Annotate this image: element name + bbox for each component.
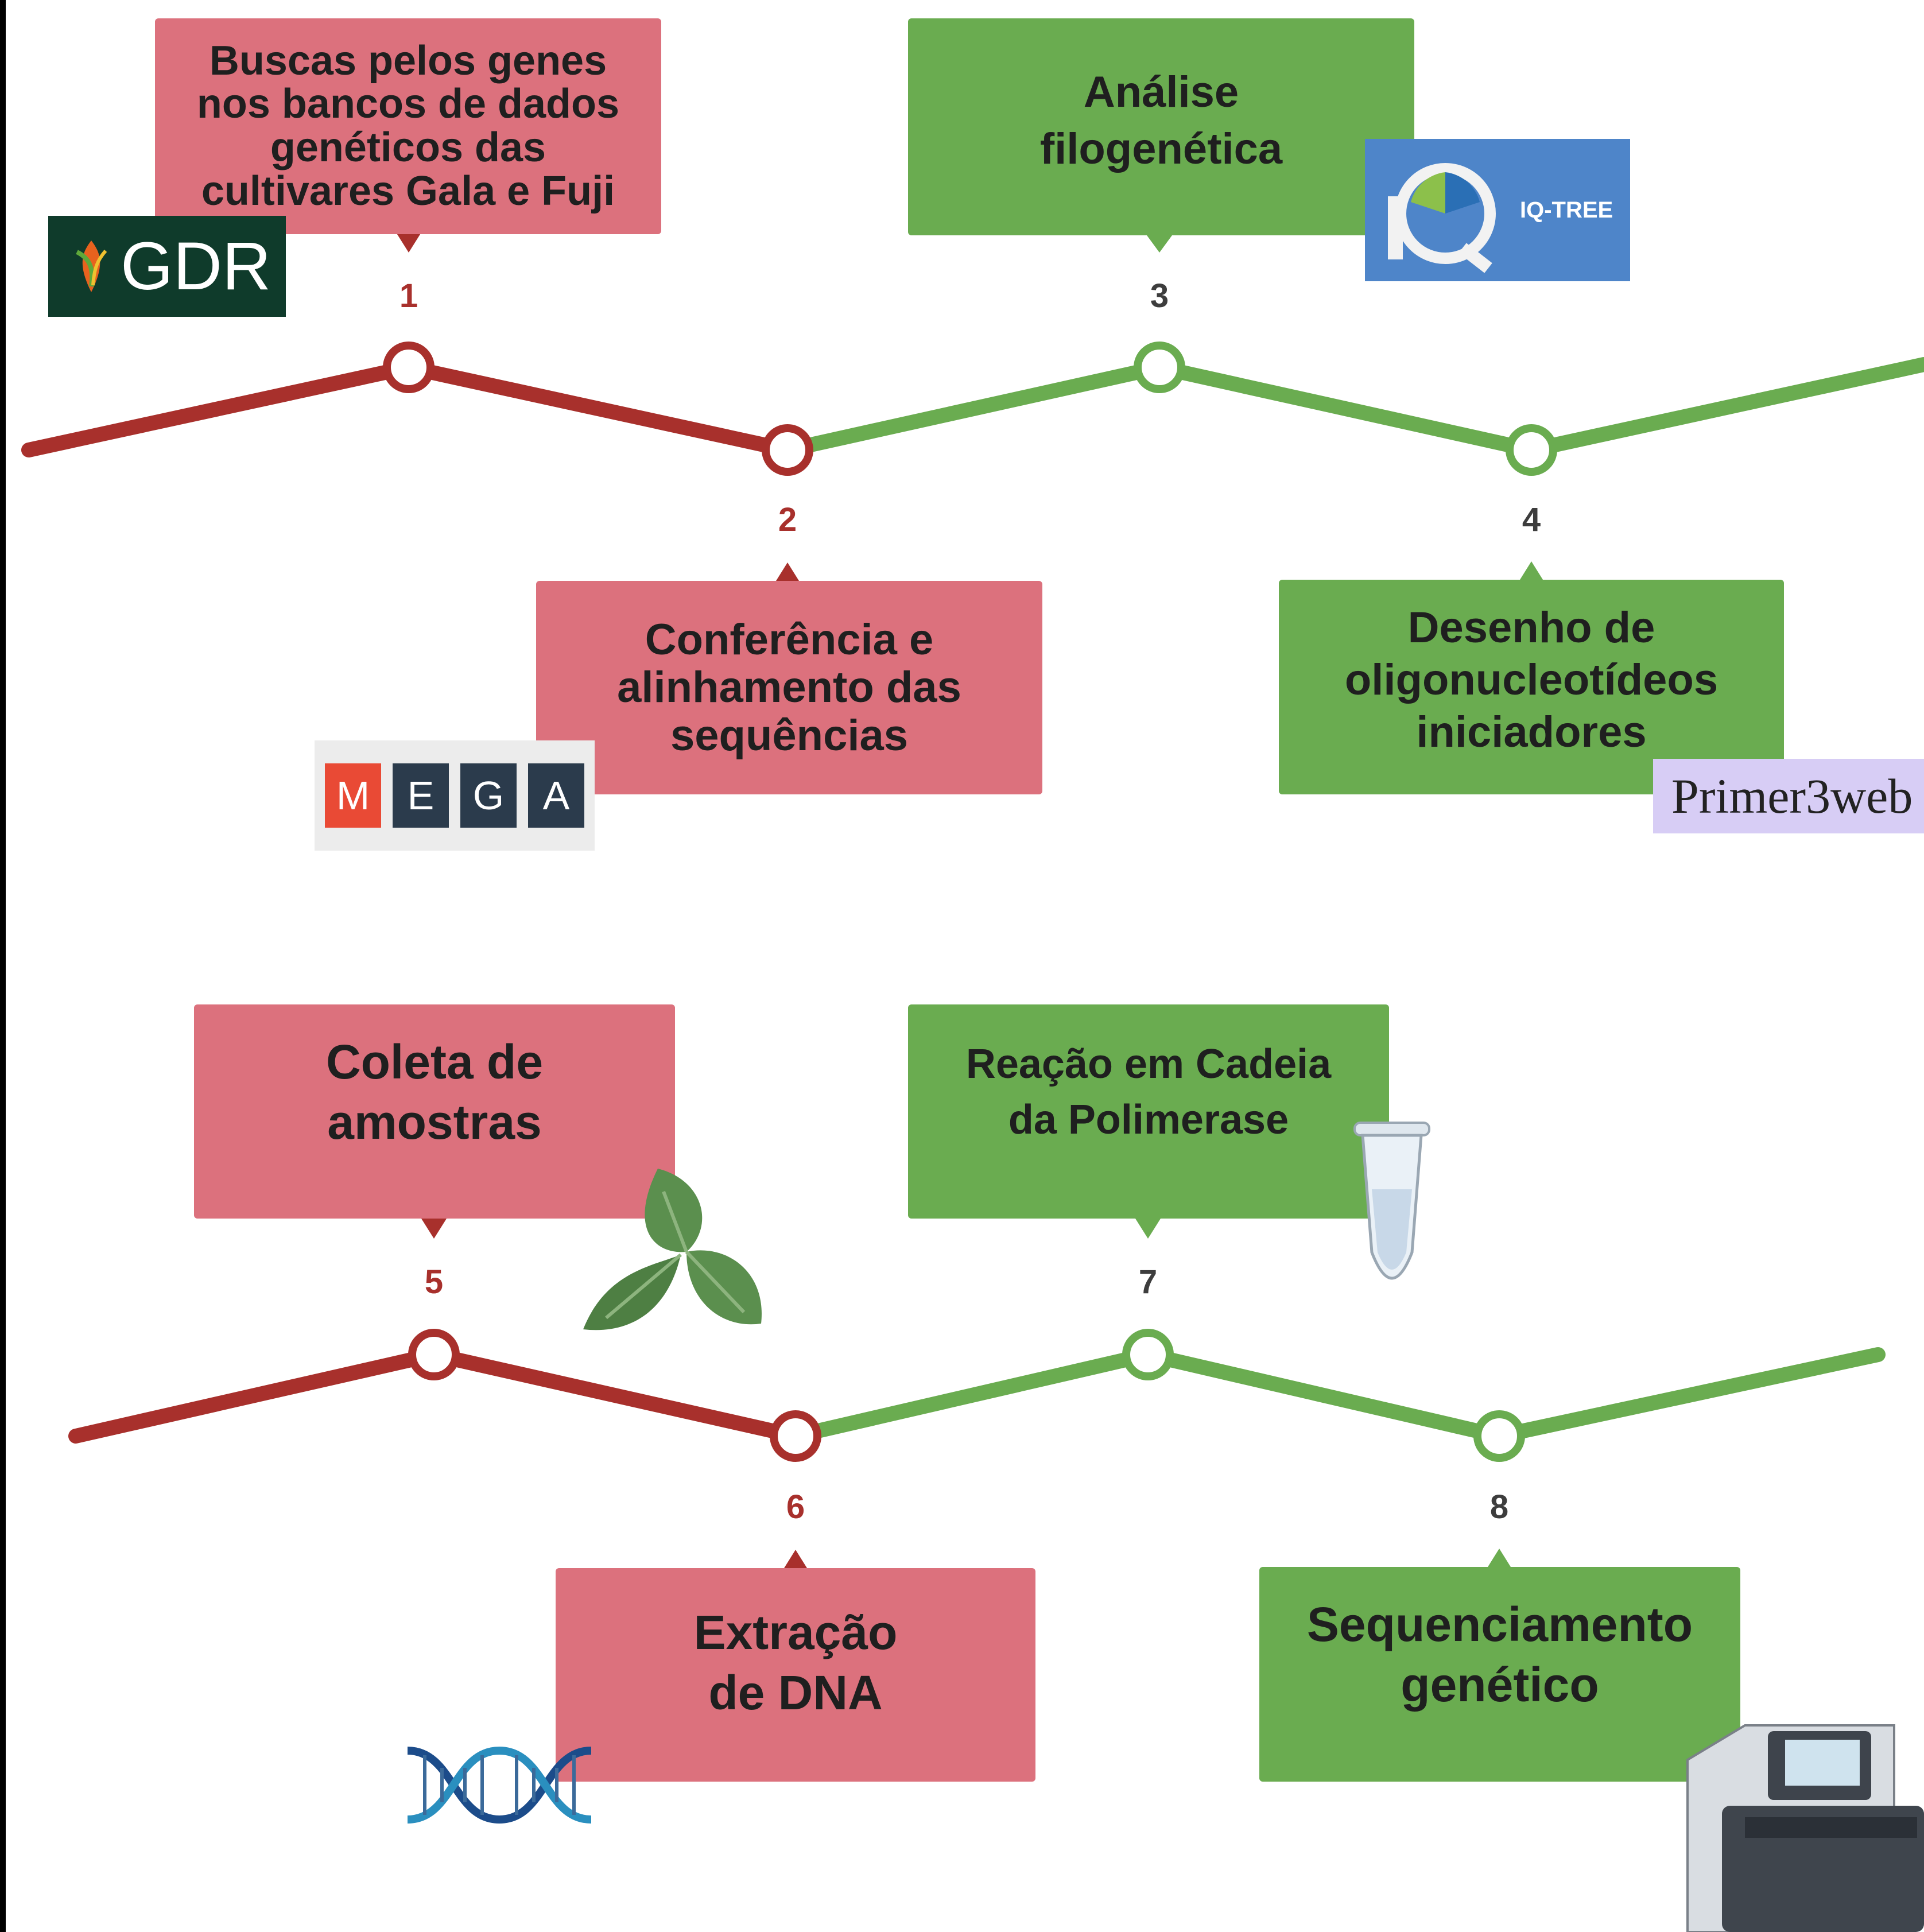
mega-letter-a: A (528, 763, 584, 828)
dna-helix-icon (407, 1746, 592, 1824)
node-6 (770, 1410, 821, 1462)
step-6-line-1: Extração (693, 1605, 898, 1659)
mega-letter-e: E (393, 763, 449, 828)
step-8-line-2: genético (1401, 1658, 1599, 1712)
left-border (0, 0, 6, 1932)
step-8-line-1: Sequenciamento (1306, 1597, 1693, 1651)
step-number-4: 4 (1522, 501, 1541, 538)
step-3-line-1: Análise (1083, 68, 1239, 117)
step-3-box: Análise filogenética (908, 18, 1414, 235)
pointer-4 (1520, 561, 1543, 580)
step-7-line-1: Reação em Cadeia (965, 1041, 1332, 1087)
step-5-box: Coleta de amostras (194, 1004, 675, 1219)
step-number-1: 1 (399, 277, 418, 315)
step-7-line-2: da Polimerase (1008, 1097, 1289, 1143)
leaf-icon (583, 1169, 762, 1330)
pcr-tube-icon (1353, 1122, 1430, 1280)
step-number-6: 6 (786, 1488, 805, 1526)
step-6-box: Extração de DNA (556, 1568, 1035, 1782)
iqtree-emblem-icon (1365, 139, 1630, 281)
pointer-3 (1147, 235, 1172, 253)
primer3web-logo-text: Primer3web (1671, 769, 1913, 824)
step-2-line-3: sequências (670, 711, 908, 760)
pointer-5 (421, 1219, 447, 1239)
step-2-line-1: Conferência e (645, 615, 934, 664)
node-8 (1473, 1410, 1525, 1462)
step-number-2: 2 (778, 501, 797, 538)
step-3-line-2: filogenética (1039, 124, 1283, 173)
sequencer-machine-icon (1686, 1724, 1924, 1932)
step-7-box: Reação em Cadeia da Polimerase (908, 1004, 1389, 1219)
step-8-box: Sequenciamento genético (1259, 1567, 1740, 1782)
mega-letter-m: M (325, 763, 381, 828)
step-5-line-1: Coleta de (325, 1035, 544, 1089)
step-1-line-4: cultivares Gala e Fuji (201, 168, 615, 214)
gdr-logo-text: GDR (121, 228, 271, 304)
primer3web-logo: Primer3web (1653, 759, 1924, 833)
timeline-row1-green (780, 357, 1924, 457)
node-1 (383, 342, 435, 393)
step-4-line-1: Desenho de (1407, 603, 1655, 652)
node-4 (1506, 424, 1557, 476)
node-5 (408, 1329, 460, 1380)
step-5-line-2: amostras (327, 1095, 542, 1149)
pointer-1 (396, 232, 421, 253)
step-4-line-3: iniciadores (1416, 708, 1647, 757)
step-number-3: 3 (1150, 277, 1169, 315)
mega-letter-g: G (460, 763, 517, 828)
pointer-7 (1135, 1219, 1161, 1239)
step-1-line-1: Buscas pelos genes (209, 37, 607, 84)
step-1-line-2: nos bancos de dados (196, 81, 620, 127)
step-2-line-2: alinhamento das (617, 663, 961, 712)
step-4-line-2: oligonucleotídeos (1344, 655, 1719, 705)
node-7 (1122, 1329, 1174, 1380)
step-1-line-3: genéticos das (270, 125, 546, 170)
node-3 (1134, 342, 1185, 393)
timeline-row2-green (788, 1347, 1886, 1444)
node-2 (762, 424, 813, 476)
gdr-leaf-icon (76, 240, 107, 292)
iqtree-logo: IQ-TREE (1365, 139, 1630, 281)
step-6-line-2: de DNA (708, 1666, 883, 1720)
step-2-box: Conferência e alinhamento das sequências (536, 581, 1042, 794)
pointer-2 (776, 562, 799, 581)
iqtree-logo-text: IQ-TREE (1520, 197, 1613, 223)
step-number-8: 8 (1489, 1488, 1509, 1526)
step-1-box: Buscas pelos genes nos bancos de dados g… (155, 18, 661, 234)
step-number-5: 5 (424, 1263, 444, 1301)
mega-logo: M E G A (315, 740, 595, 851)
gdr-logo: GDR (48, 216, 286, 317)
pointer-6 (784, 1550, 807, 1568)
step-4-box: Desenho de oligonucleotídeos iniciadores (1279, 580, 1784, 794)
pointer-8 (1488, 1549, 1511, 1567)
step-number-7: 7 (1138, 1263, 1158, 1301)
